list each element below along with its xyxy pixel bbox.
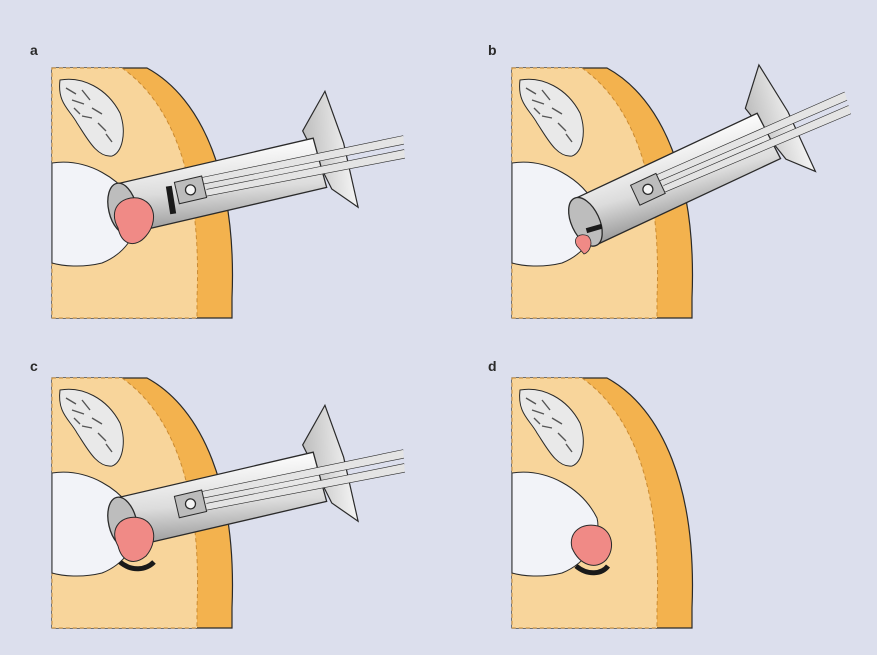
panel-label-a: a	[30, 42, 38, 58]
panel-label-d: d	[488, 358, 497, 374]
panel-label-c: c	[30, 358, 38, 374]
panel-b	[512, 44, 867, 318]
panel-c	[52, 378, 409, 628]
panel-a	[52, 68, 409, 318]
panel-label-b: b	[488, 42, 497, 58]
panel-d	[512, 378, 692, 628]
